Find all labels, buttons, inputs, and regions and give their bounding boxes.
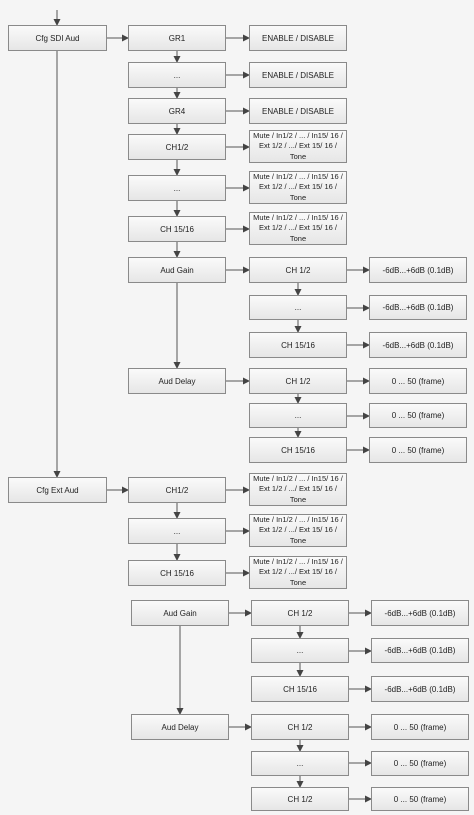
ext-ch12-source-label: Mute / In1/2 / ... / In15/ 16 / Ext 1/2 … (253, 473, 343, 504)
ext-ch12-label: CH1/2 (165, 485, 189, 495)
sdi-ch12-box: CH1/2 (128, 134, 226, 160)
ext-ch-ellipsis-label: ... (173, 526, 181, 536)
cfg-sdi-aud-box: Cfg SDI Aud (8, 25, 107, 51)
gr-ellipsis-box: ... (128, 62, 226, 88)
ext-ch12-source-box: Mute / In1/2 / ... / In15/ 16 / Ext 1/2 … (249, 473, 347, 506)
sdi-ch-ellipsis-label: ... (173, 183, 181, 193)
sdi-gain-ch1516-label: CH 15/16 (281, 340, 315, 350)
ext-delay-ch12-last-range-label: 0 ... 50 (frame) (393, 794, 447, 804)
cfg-ext-aud-box: Cfg Ext Aud (8, 477, 107, 503)
ext-ch12-box: CH1/2 (128, 477, 226, 503)
sdi-gain-ch12-box: CH 1/2 (249, 257, 347, 283)
sdi-delay-ellipsis-box: ... (249, 403, 347, 428)
sdi-delay-ch12-range-box: 0 ... 50 (frame) (369, 368, 467, 394)
sdi-ch1516-source-label: Mute / In1/2 / ... / In15/ 16 / Ext 1/2 … (253, 212, 343, 243)
gr-ellipsis-enable-box: ENABLE / DISABLE (249, 62, 347, 88)
ext-gain-ch12-range-box: -6dB...+6dB (0.1dB) (371, 600, 469, 626)
ext-gain-ellipsis-box: ... (251, 638, 349, 663)
sdi-aud-gain-label: Aud Gain (160, 265, 194, 275)
ext-gain-ch12-label: CH 1/2 (287, 608, 313, 618)
ext-gain-ch12-range-label: -6dB...+6dB (0.1dB) (384, 608, 456, 618)
ext-delay-ch12-last-range-box: 0 ... 50 (frame) (371, 787, 469, 811)
ext-ch1516-box: CH 15/16 (128, 560, 226, 586)
sdi-delay-ch1516-box: CH 15/16 (249, 437, 347, 463)
sdi-delay-ch1516-range-box: 0 ... 50 (frame) (369, 437, 467, 463)
gr4-enable-box: ENABLE / DISABLE (249, 98, 347, 124)
sdi-ch-ellipsis-source-label: Mute / In1/2 / ... / In15/ 16 / Ext 1/2 … (253, 171, 343, 202)
gr1-enable-label: ENABLE / DISABLE (261, 33, 335, 43)
sdi-delay-ellipsis-range-box: 0 ... 50 (frame) (369, 403, 467, 428)
sdi-ch12-source-label: Mute / In1/2 / ... / In15/ 16 / Ext 1/2 … (253, 130, 343, 161)
ext-delay-ch12-label: CH 1/2 (287, 722, 313, 732)
sdi-ch-ellipsis-box: ... (128, 175, 226, 201)
ext-ch-ellipsis-source-label: Mute / In1/2 / ... / In15/ 16 / Ext 1/2 … (253, 514, 343, 545)
sdi-delay-ch1516-range-label: 0 ... 50 (frame) (391, 445, 445, 455)
gr4-label: GR4 (168, 106, 186, 116)
sdi-ch1516-label: CH 15/16 (160, 224, 194, 234)
ext-gain-ch1516-range-label: -6dB...+6dB (0.1dB) (384, 684, 456, 694)
sdi-gain-ch12-label: CH 1/2 (285, 265, 311, 275)
ext-delay-ch12-last-box: CH 1/2 (251, 787, 349, 811)
gr-ellipsis-label: ... (173, 70, 181, 80)
gr1-box: GR1 (128, 25, 226, 51)
ext-ch1516-source-label: Mute / In1/2 / ... / In15/ 16 / Ext 1/2 … (253, 556, 343, 587)
ext-delay-ellipsis-label: ... (296, 759, 304, 768)
ext-ch1516-source-box: Mute / In1/2 / ... / In15/ 16 / Ext 1/2 … (249, 556, 347, 589)
gr1-enable-box: ENABLE / DISABLE (249, 25, 347, 51)
ext-ch1516-label: CH 15/16 (160, 568, 194, 578)
sdi-aud-delay-box: Aud Delay (128, 368, 226, 394)
sdi-delay-ellipsis-range-label: 0 ... 50 (frame) (391, 411, 445, 420)
sdi-gain-ellipsis-label: ... (294, 303, 302, 312)
gr-ellipsis-enable-label: ENABLE / DISABLE (261, 70, 335, 80)
ext-gain-ellipsis-label: ... (296, 646, 304, 655)
sdi-ch12-label: CH1/2 (165, 142, 189, 152)
ext-delay-ch12-box: CH 1/2 (251, 714, 349, 740)
ext-aud-gain-label: Aud Gain (163, 608, 197, 618)
gr4-box: GR4 (128, 98, 226, 124)
sdi-delay-ellipsis-label: ... (294, 411, 302, 420)
ext-gain-ch1516-range-box: -6dB...+6dB (0.1dB) (371, 676, 469, 702)
sdi-gain-ch1516-box: CH 15/16 (249, 332, 347, 358)
ext-aud-delay-box: Aud Delay (131, 714, 229, 740)
sdi-ch1516-box: CH 15/16 (128, 216, 226, 242)
ext-ch-ellipsis-source-box: Mute / In1/2 / ... / In15/ 16 / Ext 1/2 … (249, 514, 347, 547)
ext-aud-gain-box: Aud Gain (131, 600, 229, 626)
sdi-ch1516-source-box: Mute / In1/2 / ... / In15/ 16 / Ext 1/2 … (249, 212, 347, 245)
ext-delay-ch12-range-label: 0 ... 50 (frame) (393, 722, 447, 732)
ext-gain-ch12-box: CH 1/2 (251, 600, 349, 626)
ext-aud-delay-label: Aud Delay (161, 722, 199, 732)
ext-delay-ellipsis-range-box: 0 ... 50 (frame) (371, 751, 469, 776)
ext-gain-ellipsis-range-box: -6dB...+6dB (0.1dB) (371, 638, 469, 663)
ext-gain-ellipsis-range-label: -6dB...+6dB (0.1dB) (384, 646, 456, 655)
cfg-ext-aud-label: Cfg Ext Aud (36, 485, 79, 495)
gr4-enable-label: ENABLE / DISABLE (261, 106, 335, 116)
sdi-aud-delay-label: Aud Delay (158, 376, 196, 386)
sdi-gain-ellipsis-box: ... (249, 295, 347, 320)
sdi-delay-ch12-range-label: 0 ... 50 (frame) (391, 376, 445, 386)
sdi-gain-ch12-range-box: -6dB...+6dB (0.1dB) (369, 257, 467, 283)
sdi-gain-ch1516-range-box: -6dB...+6dB (0.1dB) (369, 332, 467, 358)
ext-delay-ch12-range-box: 0 ... 50 (frame) (371, 714, 469, 740)
ext-ch-ellipsis-box: ... (128, 518, 226, 544)
gr1-label: GR1 (168, 33, 186, 43)
cfg-sdi-aud-label: Cfg SDI Aud (35, 33, 80, 43)
sdi-delay-ch12-label: CH 1/2 (285, 376, 311, 386)
sdi-ch12-source-box: Mute / In1/2 / ... / In15/ 16 / Ext 1/2 … (249, 130, 347, 163)
sdi-aud-gain-box: Aud Gain (128, 257, 226, 283)
ext-gain-ch1516-label: CH 15/16 (283, 684, 317, 694)
sdi-ch-ellipsis-source-box: Mute / In1/2 / ... / In15/ 16 / Ext 1/2 … (249, 171, 347, 204)
sdi-gain-ch1516-range-label: -6dB...+6dB (0.1dB) (382, 340, 454, 350)
sdi-delay-ch1516-label: CH 15/16 (281, 445, 315, 455)
sdi-gain-ellipsis-range-label: -6dB...+6dB (0.1dB) (382, 303, 454, 312)
sdi-gain-ellipsis-range-box: -6dB...+6dB (0.1dB) (369, 295, 467, 320)
ext-delay-ch12-last-label: CH 1/2 (287, 794, 313, 804)
ext-delay-ellipsis-range-label: 0 ... 50 (frame) (393, 759, 447, 768)
sdi-gain-ch12-range-label: -6dB...+6dB (0.1dB) (382, 265, 454, 275)
ext-gain-ch1516-box: CH 15/16 (251, 676, 349, 702)
sdi-delay-ch12-box: CH 1/2 (249, 368, 347, 394)
ext-delay-ellipsis-box: ... (251, 751, 349, 776)
